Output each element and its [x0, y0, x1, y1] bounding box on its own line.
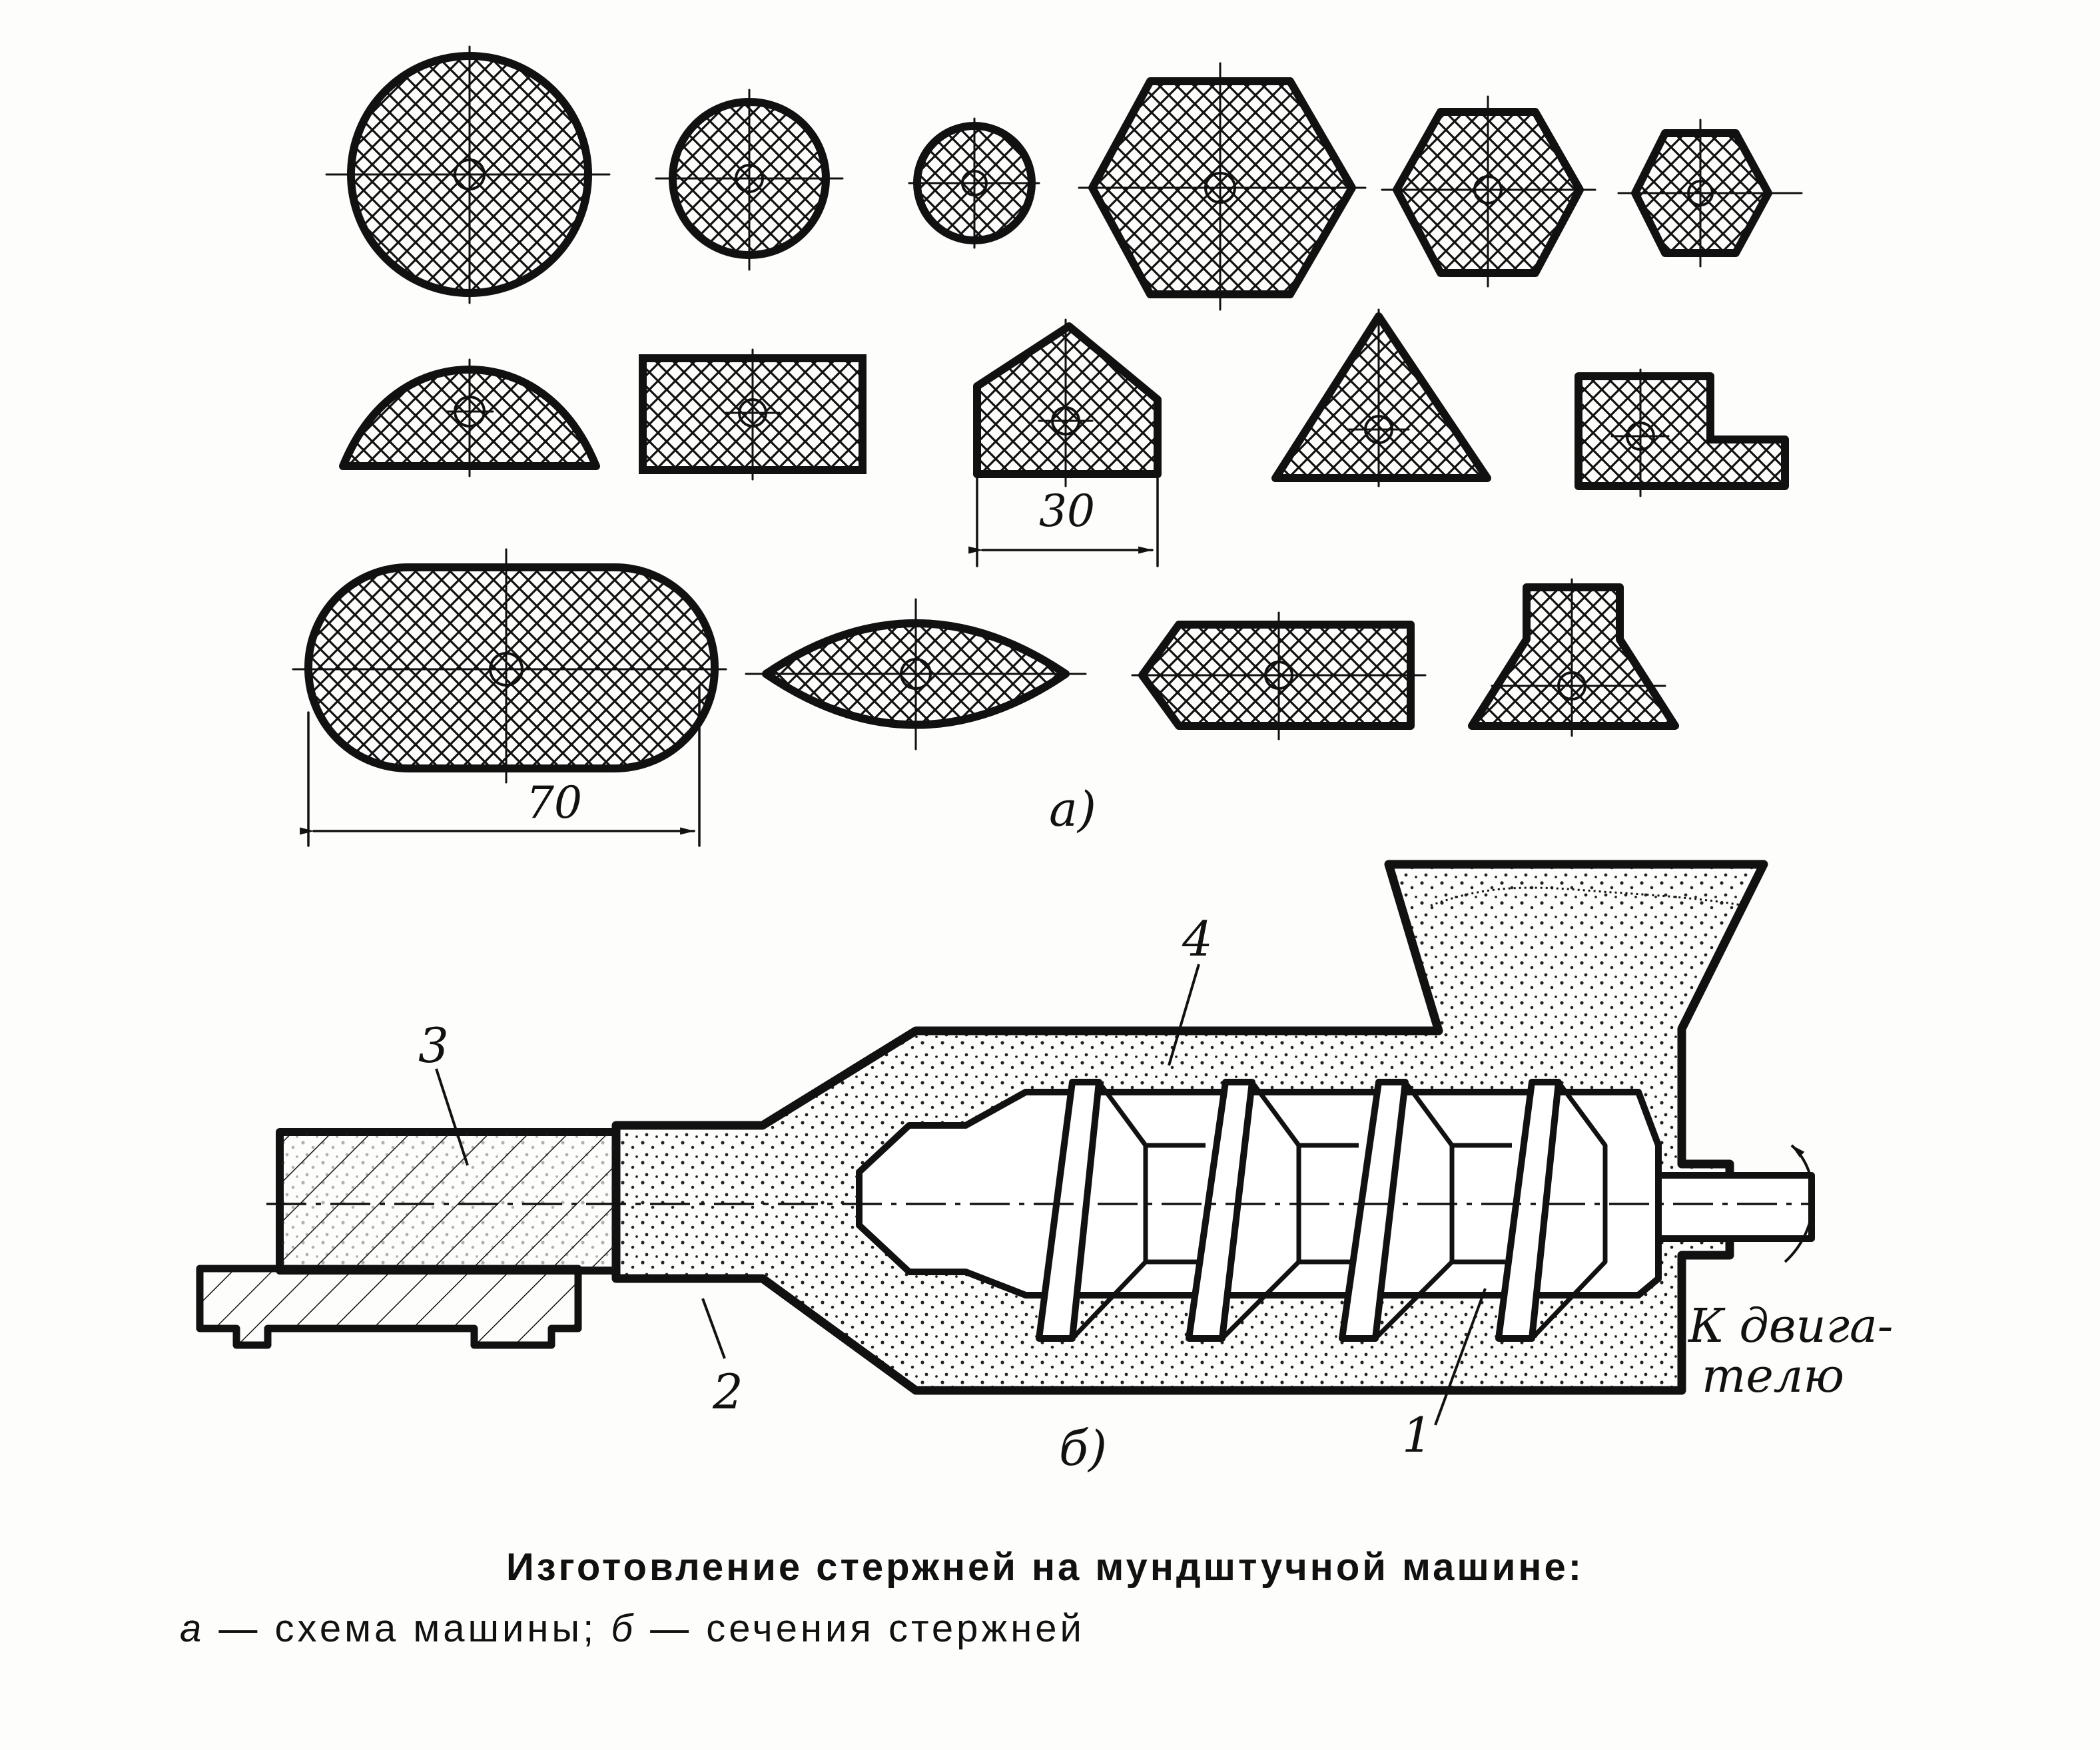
callout-4: 4: [1182, 911, 1213, 967]
motor-label-line1: К двига-: [1687, 1299, 1893, 1353]
callout-2: 2: [712, 1364, 743, 1420]
callout-1: 1: [1402, 1407, 1433, 1463]
section-arrow-bar: [1131, 611, 1427, 740]
dimension-70-label: 70: [526, 777, 582, 828]
section-hexagon-medium: [1381, 95, 1596, 288]
section-rectangle: [639, 348, 867, 481]
rotation-arrow: [1784, 1144, 1815, 1263]
callout-3: 3: [418, 1018, 449, 1073]
caption-title: Изготовление стержней на мундштучной маш…: [506, 1546, 1584, 1589]
caption-b-letter: б: [611, 1607, 636, 1650]
dimension-30-label: 30: [1039, 485, 1095, 537]
section-half-ellipse: [339, 358, 600, 477]
section-hexagon-large: [1078, 62, 1367, 311]
section-trapezoid: [1468, 578, 1679, 737]
section-circle-medium: [655, 89, 844, 271]
caption-b-text: — сечения стержней: [635, 1607, 1085, 1650]
screw-shaft: [1655, 1172, 1815, 1242]
leader-4: [1168, 964, 1200, 1066]
motor-label-line2: телю: [1702, 1348, 1844, 1403]
section-triangle: [1271, 308, 1491, 487]
section-pentagon: [973, 318, 1162, 487]
part-b-label: б): [1059, 1420, 1107, 1476]
leader-2: [701, 1298, 726, 1359]
section-l-shape: [1575, 368, 1789, 497]
section-circle-small: [908, 117, 1040, 249]
dimension-70: [300, 685, 701, 847]
extrusion-machine: [196, 860, 1815, 1426]
section-stadium: [292, 548, 727, 784]
support-plate: [196, 1265, 582, 1349]
leader-1: [1434, 1288, 1487, 1426]
caption-a-letter: а: [180, 1607, 205, 1650]
caption-a-text: — схема машины;: [204, 1607, 611, 1650]
caption-legend: а — схема машины; б — сечения стержней: [180, 1606, 1085, 1651]
sand-surface: [1430, 886, 1746, 907]
section-hexagon-small: [1617, 119, 1803, 268]
part-a-label: а): [1049, 781, 1096, 837]
section-lens: [745, 598, 1087, 750]
leader-3: [435, 1068, 469, 1166]
section-circle-large: [325, 45, 611, 304]
core-sections: [292, 45, 1803, 847]
dimension-30: [968, 475, 1159, 567]
